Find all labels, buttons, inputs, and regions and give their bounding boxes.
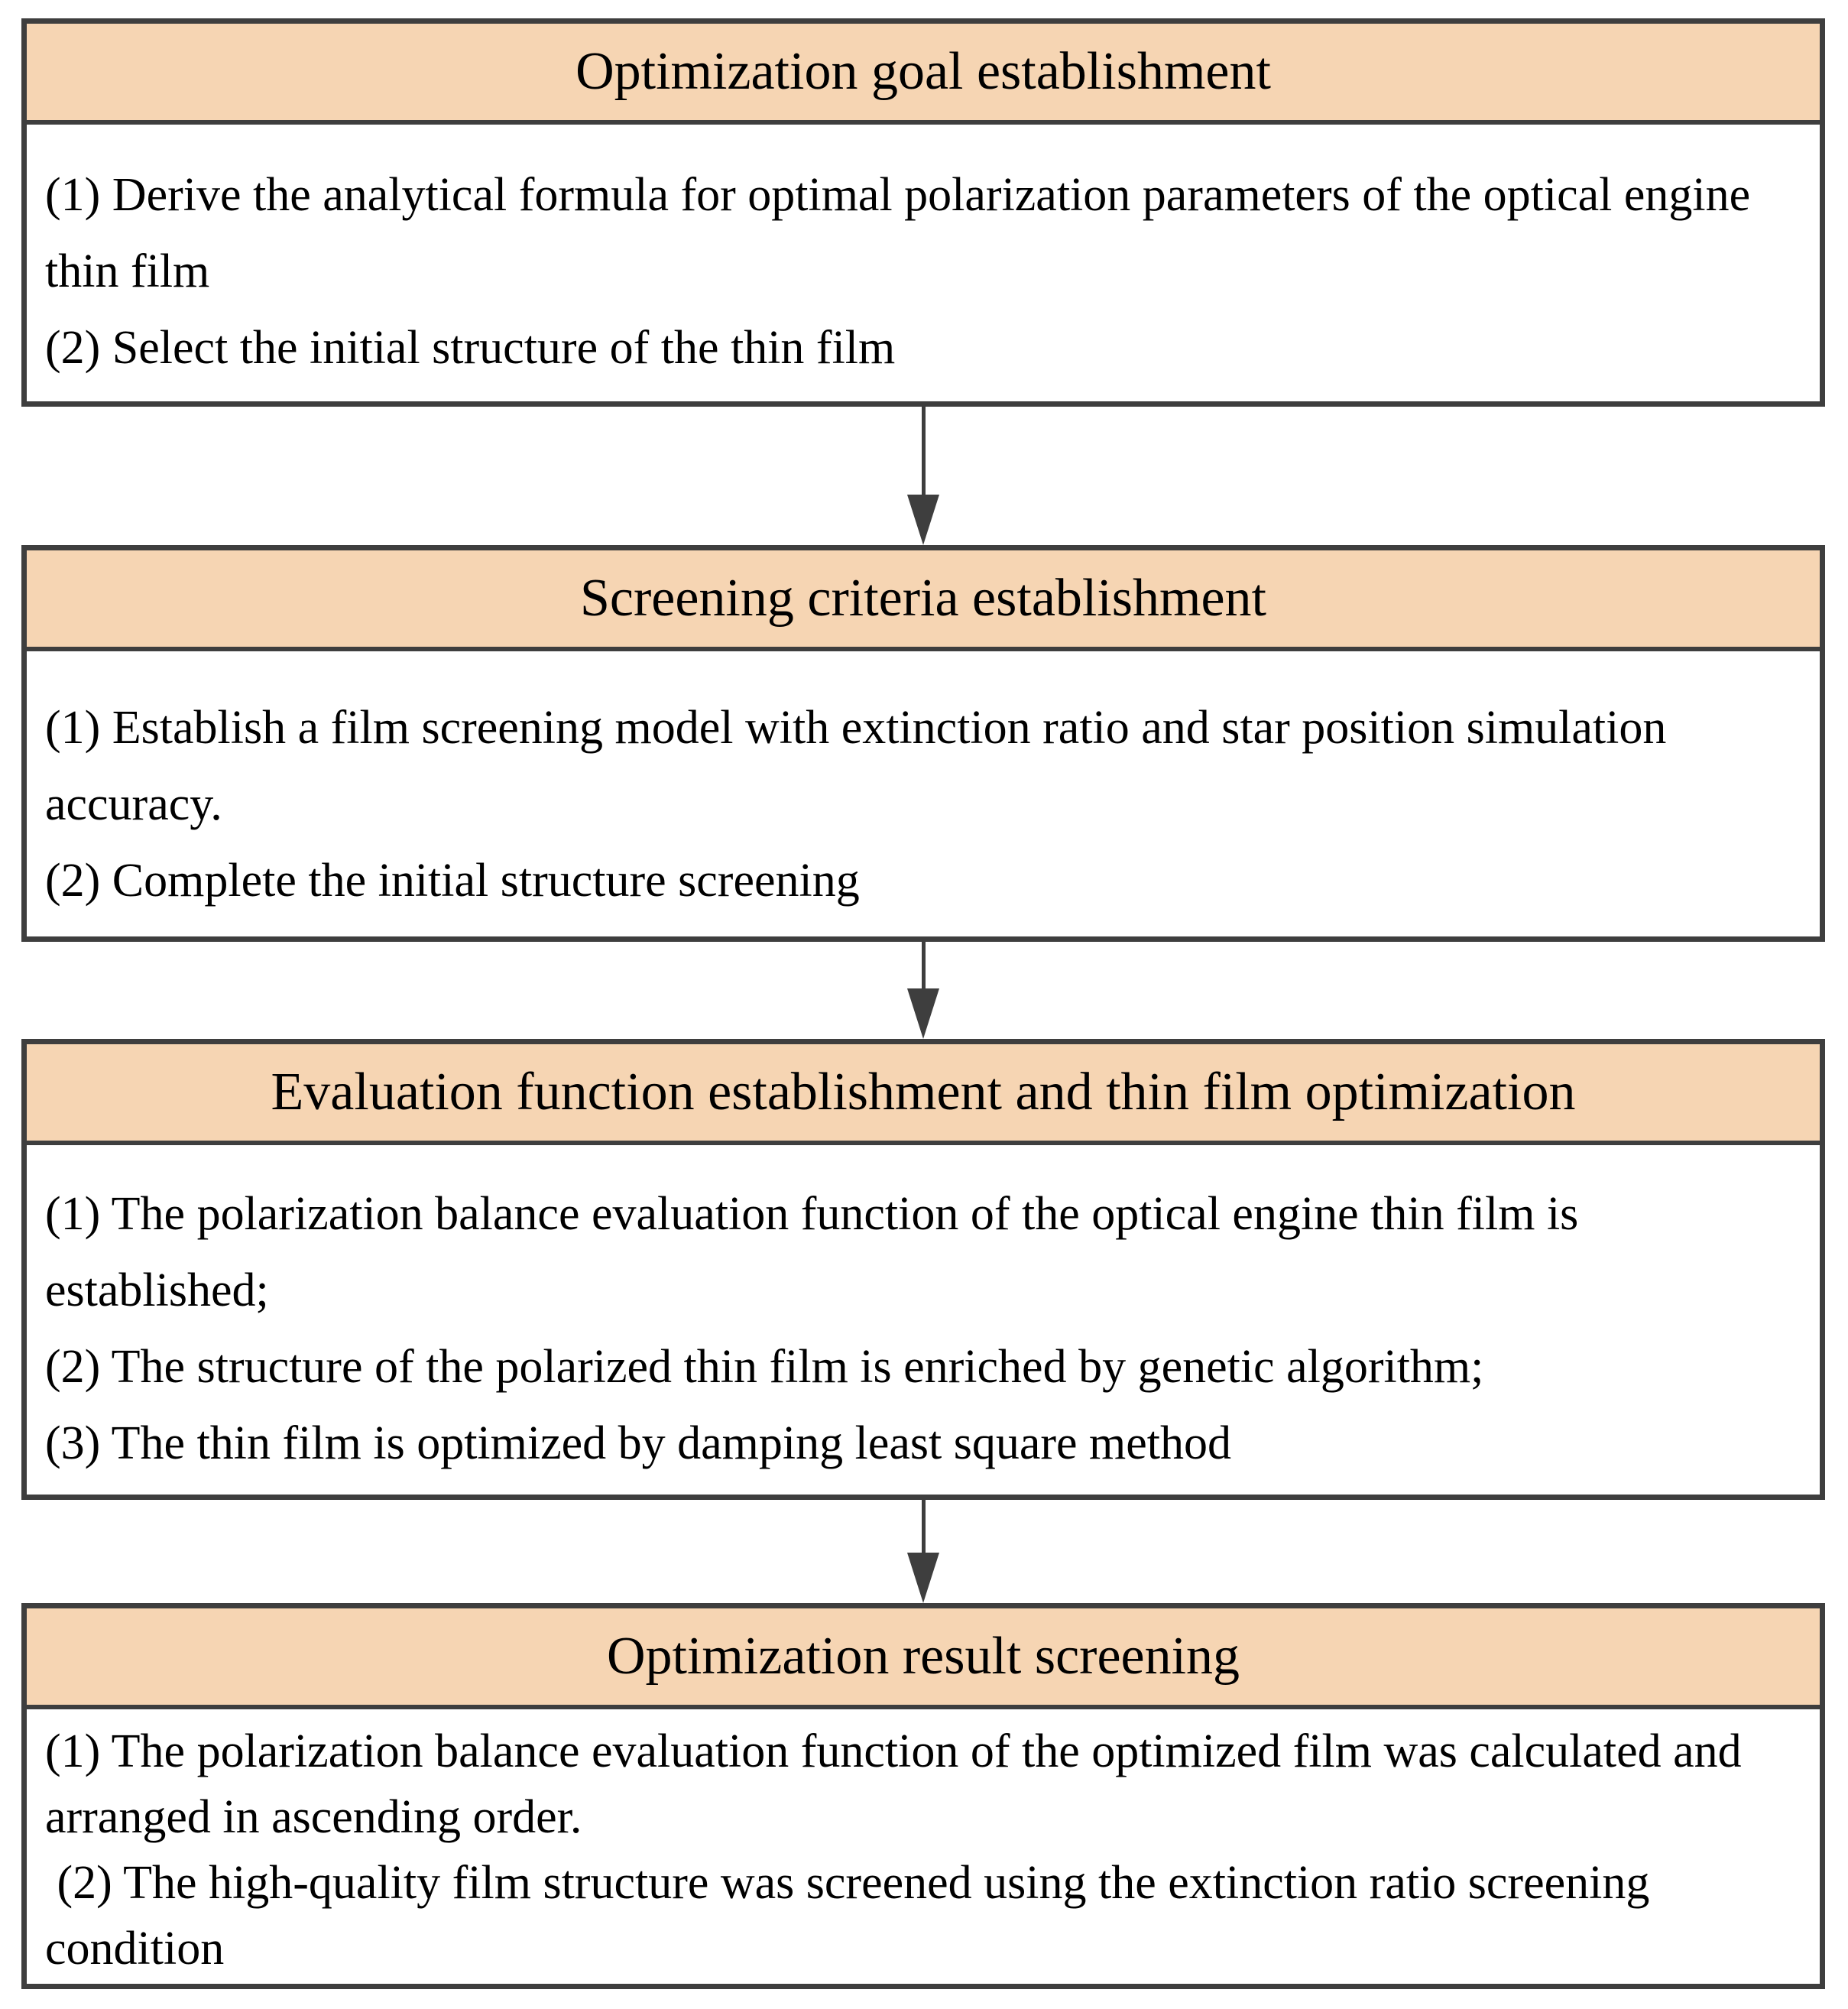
stage-body: (1) The polarization balance evaluation … — [27, 1145, 1820, 1495]
arrow-line — [921, 942, 926, 988]
stage-title: Evaluation function establishment and th… — [271, 1063, 1576, 1121]
stage-title: Optimization goal establishment — [575, 42, 1271, 101]
stage-title: Screening criteria establishment — [579, 569, 1266, 628]
stage-header: Optimization goal establishment — [27, 24, 1820, 125]
stage-header: Optimization result screening — [27, 1608, 1820, 1709]
stage-header: Screening criteria establishment — [27, 550, 1820, 651]
stage-body: (1) Derive the analytical formula for op… — [27, 125, 1820, 401]
stage-box-result-screening: Optimization result screening (1) The po… — [21, 1603, 1825, 1989]
flow-arrow-1 — [21, 407, 1825, 545]
stage-box-optimization-goal: Optimization goal establishment (1) Deri… — [21, 18, 1825, 407]
stage-box-evaluation-function: Evaluation function establishment and th… — [21, 1039, 1825, 1500]
stage-item: (1) The polarization balance evaluation … — [45, 1725, 1754, 1843]
stage-item: (1) The polarization balance evaluation … — [45, 1188, 1590, 1316]
stage-title: Optimization result screening — [606, 1627, 1240, 1686]
stage-header: Evaluation function establishment and th… — [27, 1044, 1820, 1145]
stage-box-screening-criteria: Screening criteria establishment (1) Est… — [21, 545, 1825, 942]
down-arrow-icon — [907, 1553, 939, 1603]
stage-item: (3) The thin film is optimized by dampin… — [45, 1417, 1231, 1469]
down-arrow-icon — [907, 988, 939, 1039]
stage-item: (2) Complete the initial structure scree… — [45, 855, 860, 907]
stage-item: (2) The high-quality film structure was … — [45, 1857, 1662, 1975]
stage-item: (2) The structure of the polarized thin … — [45, 1341, 1484, 1393]
down-arrow-icon — [907, 495, 939, 545]
arrow-line — [921, 407, 926, 495]
arrow-line — [921, 1500, 926, 1553]
flow-arrow-2 — [21, 942, 1825, 1039]
stage-body: (1) The polarization balance evaluation … — [27, 1709, 1820, 1984]
stage-item: (1) Establish a film screening model wit… — [45, 702, 1678, 830]
stage-body: (1) Establish a film screening model wit… — [27, 651, 1820, 936]
stage-item: (1) Derive the analytical formula for op… — [45, 169, 1762, 297]
stage-item: (2) Select the initial structure of the … — [45, 322, 896, 374]
flow-arrow-3 — [21, 1500, 1825, 1603]
